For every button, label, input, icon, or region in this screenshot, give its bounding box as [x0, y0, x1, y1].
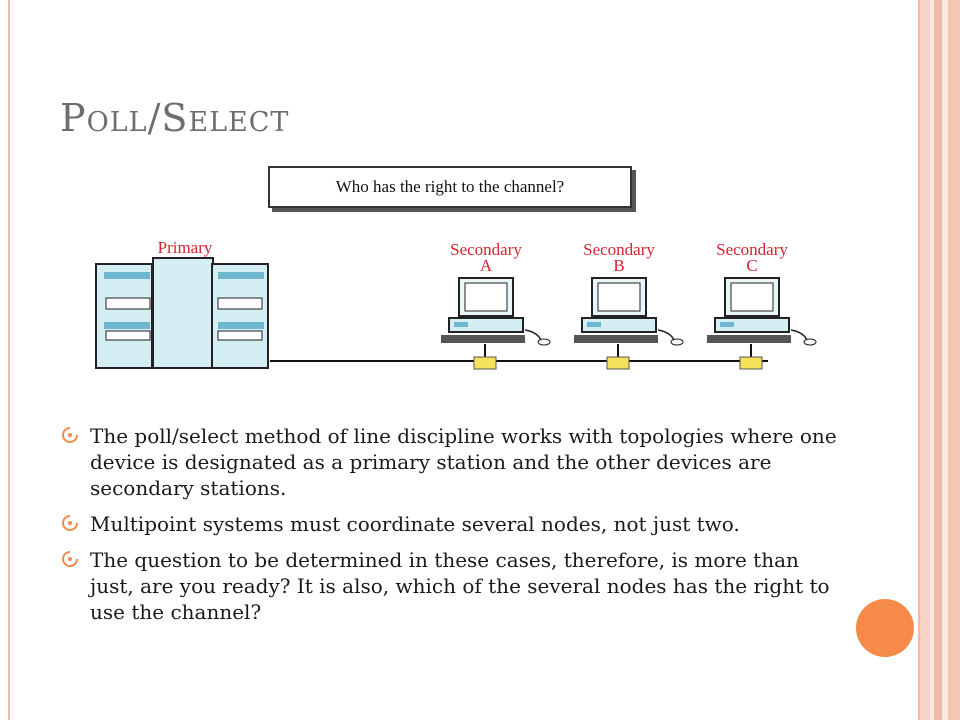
bullet-list: The poll/select method of line disciplin…: [60, 423, 840, 635]
primary-label: Primary: [157, 238, 213, 257]
bullet-icon: [62, 551, 78, 567]
slide-frame: [8, 0, 920, 720]
slide-title: Poll/Select: [60, 96, 290, 140]
side-stripes: [920, 0, 960, 720]
workstation-b-icon: [574, 277, 684, 370]
workstation-a-icon: [441, 277, 551, 370]
list-item: The poll/select method of line disciplin…: [60, 423, 840, 501]
list-item: Multipoint systems must coordinate sever…: [60, 511, 840, 537]
question-box: Who has the right to the channel?: [268, 166, 632, 208]
workstation-c-icon: [707, 277, 817, 370]
bullet-icon: [62, 515, 78, 531]
primary-mainframe-icon: [95, 257, 269, 369]
question-text: Who has the right to the channel?: [335, 177, 565, 196]
bullet-icon: [62, 427, 78, 443]
list-item: The question to be determined in these c…: [60, 547, 840, 625]
decorative-circle: [856, 599, 914, 657]
